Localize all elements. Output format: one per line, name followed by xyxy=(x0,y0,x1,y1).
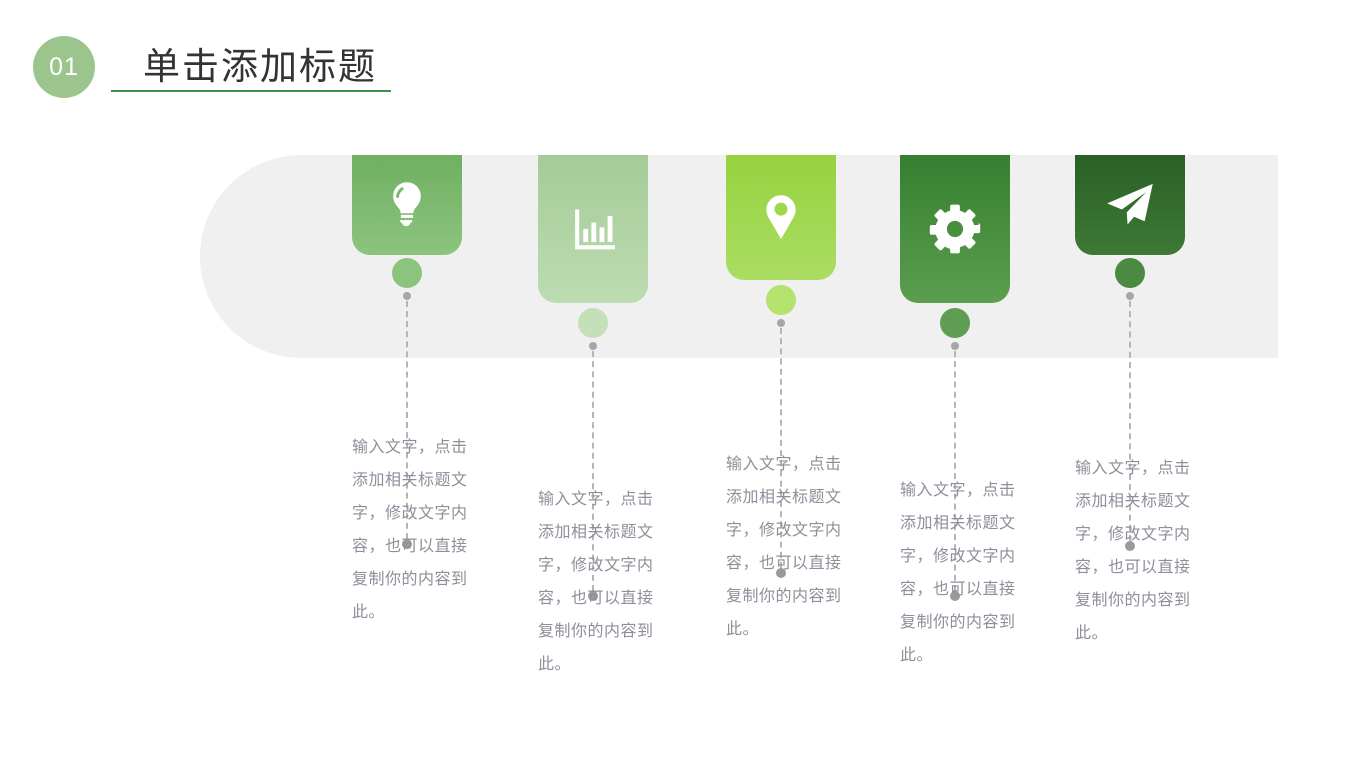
step-description[interactable]: 输入文字，点击添加相关标题文字，修改文字内容，也可以直接复制你的内容到此。 xyxy=(900,480,1016,664)
step-item: 输入文字，点击添加相关标题文字，修改文字内容，也可以直接复制你的内容到此。 xyxy=(352,155,467,621)
step-connector-dot xyxy=(940,308,970,338)
step-line-start-dot xyxy=(589,342,597,350)
step-icon-card[interactable] xyxy=(538,155,648,303)
lightbulb-icon xyxy=(381,179,433,231)
step-dashed-connector xyxy=(954,351,958,591)
step-icon-card[interactable] xyxy=(352,155,462,255)
step-connector-dot xyxy=(578,308,608,338)
paper-plane-icon xyxy=(1104,179,1156,231)
step-line-end-dot xyxy=(776,568,786,578)
step-description[interactable]: 输入文字，点击添加相关标题文字，修改文字内容，也可以直接复制你的内容到此。 xyxy=(352,437,468,621)
step-icon-card[interactable] xyxy=(900,155,1010,303)
step-dashed-connector xyxy=(592,351,596,591)
step-dashed-connector xyxy=(406,301,410,539)
step-item: 输入文字，点击添加相关标题文字，修改文字内容，也可以直接复制你的内容到此。 xyxy=(726,155,841,638)
step-item: 输入文字，点击添加相关标题文字，修改文字内容，也可以直接复制你的内容到此。 xyxy=(538,155,653,673)
title-underline xyxy=(111,90,391,92)
step-description[interactable]: 输入文字，点击添加相关标题文字，修改文字内容，也可以直接复制你的内容到此。 xyxy=(1075,458,1191,642)
step-line-start-dot xyxy=(951,342,959,350)
step-connector-dot xyxy=(766,285,796,315)
step-icon-card[interactable] xyxy=(726,155,836,280)
location-pin-icon xyxy=(755,192,807,244)
step-line-start-dot xyxy=(777,319,785,327)
step-number-label: 01 xyxy=(49,52,79,81)
step-item: 输入文字，点击添加相关标题文字，修改文字内容，也可以直接复制你的内容到此。 xyxy=(1075,155,1190,642)
step-line-start-dot xyxy=(403,292,411,300)
step-connector-dot xyxy=(392,258,422,288)
step-line-end-dot xyxy=(950,591,960,601)
step-line-start-dot xyxy=(1126,292,1134,300)
step-description[interactable]: 输入文字，点击添加相关标题文字，修改文字内容，也可以直接复制你的内容到此。 xyxy=(538,489,654,673)
step-connector-dot xyxy=(1115,258,1145,288)
bar-chart-icon xyxy=(567,203,619,255)
step-number-badge: 01 xyxy=(33,36,95,98)
step-icon-card[interactable] xyxy=(1075,155,1185,255)
step-description[interactable]: 输入文字，点击添加相关标题文字，修改文字内容，也可以直接复制你的内容到此。 xyxy=(726,454,842,638)
step-item: 输入文字，点击添加相关标题文字，修改文字内容，也可以直接复制你的内容到此。 xyxy=(900,155,1015,664)
step-line-end-dot xyxy=(588,591,598,601)
step-line-end-dot xyxy=(1125,541,1135,551)
step-line-end-dot xyxy=(402,539,412,549)
step-dashed-connector xyxy=(780,328,784,568)
step-dashed-connector xyxy=(1129,301,1133,541)
slide-header: 01 单击添加标题 xyxy=(0,0,1350,130)
gear-icon xyxy=(929,203,981,255)
page-title[interactable]: 单击添加标题 xyxy=(143,45,377,88)
